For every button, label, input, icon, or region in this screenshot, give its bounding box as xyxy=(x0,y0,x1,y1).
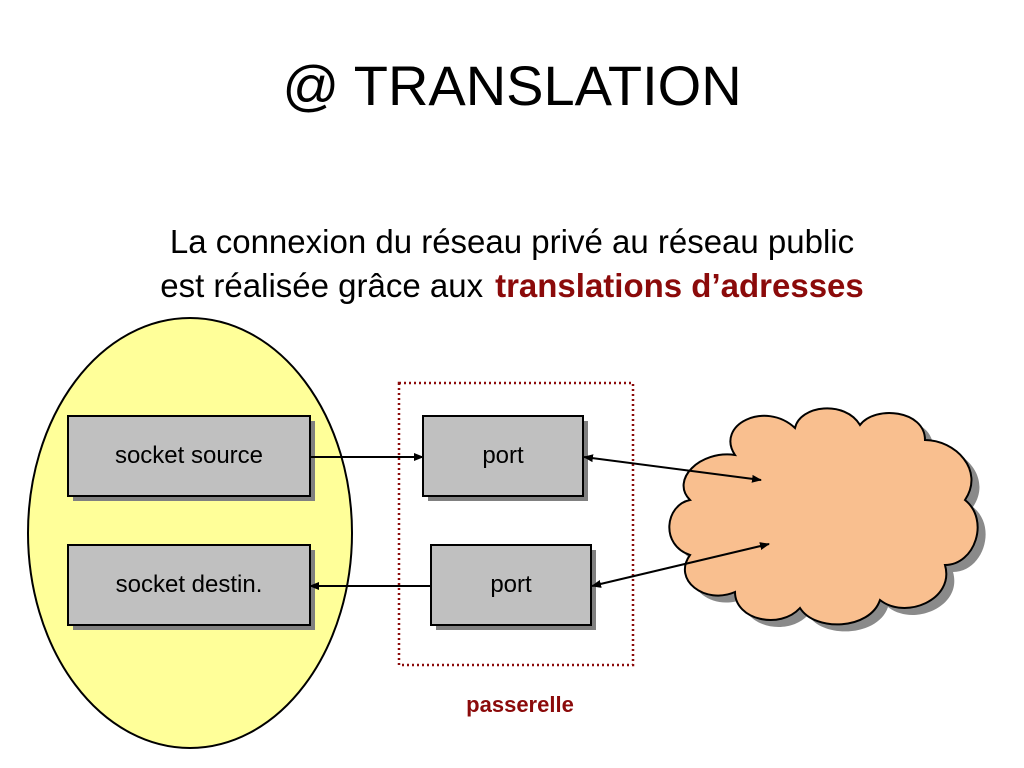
socket-source-label: socket source xyxy=(114,442,264,469)
slide-title: @ TRANSLATION xyxy=(282,54,742,117)
port-top-box xyxy=(422,415,584,497)
port-bottom-label: port xyxy=(490,571,532,598)
slide-subtitle: La connexion du réseau privé au réseau p… xyxy=(0,220,1024,308)
port-top-label: port xyxy=(482,442,524,469)
arrow-port-top-cloud xyxy=(583,454,762,483)
socket-source-box xyxy=(67,415,311,497)
subtitle-accent-text: translations d’adresses xyxy=(495,267,864,304)
port-bottom-box xyxy=(430,544,592,626)
public-network-cloud xyxy=(668,407,979,626)
socket-destin-box xyxy=(67,544,311,626)
socket-destin-label: socket destin. xyxy=(115,571,263,598)
subtitle-line-1: La connexion du réseau privé au réseau p… xyxy=(169,223,855,260)
arrow-port-bottom-cloud xyxy=(591,542,770,588)
subtitle-line-2: est réalisée grâce aux translations d’adr… xyxy=(0,264,1024,308)
gateway-frame xyxy=(397,381,635,667)
gateway-label: passerelle xyxy=(466,692,574,717)
private-network-ellipse xyxy=(27,317,353,749)
subtitle-line-2-text: est réalisée grâce aux xyxy=(160,267,484,304)
